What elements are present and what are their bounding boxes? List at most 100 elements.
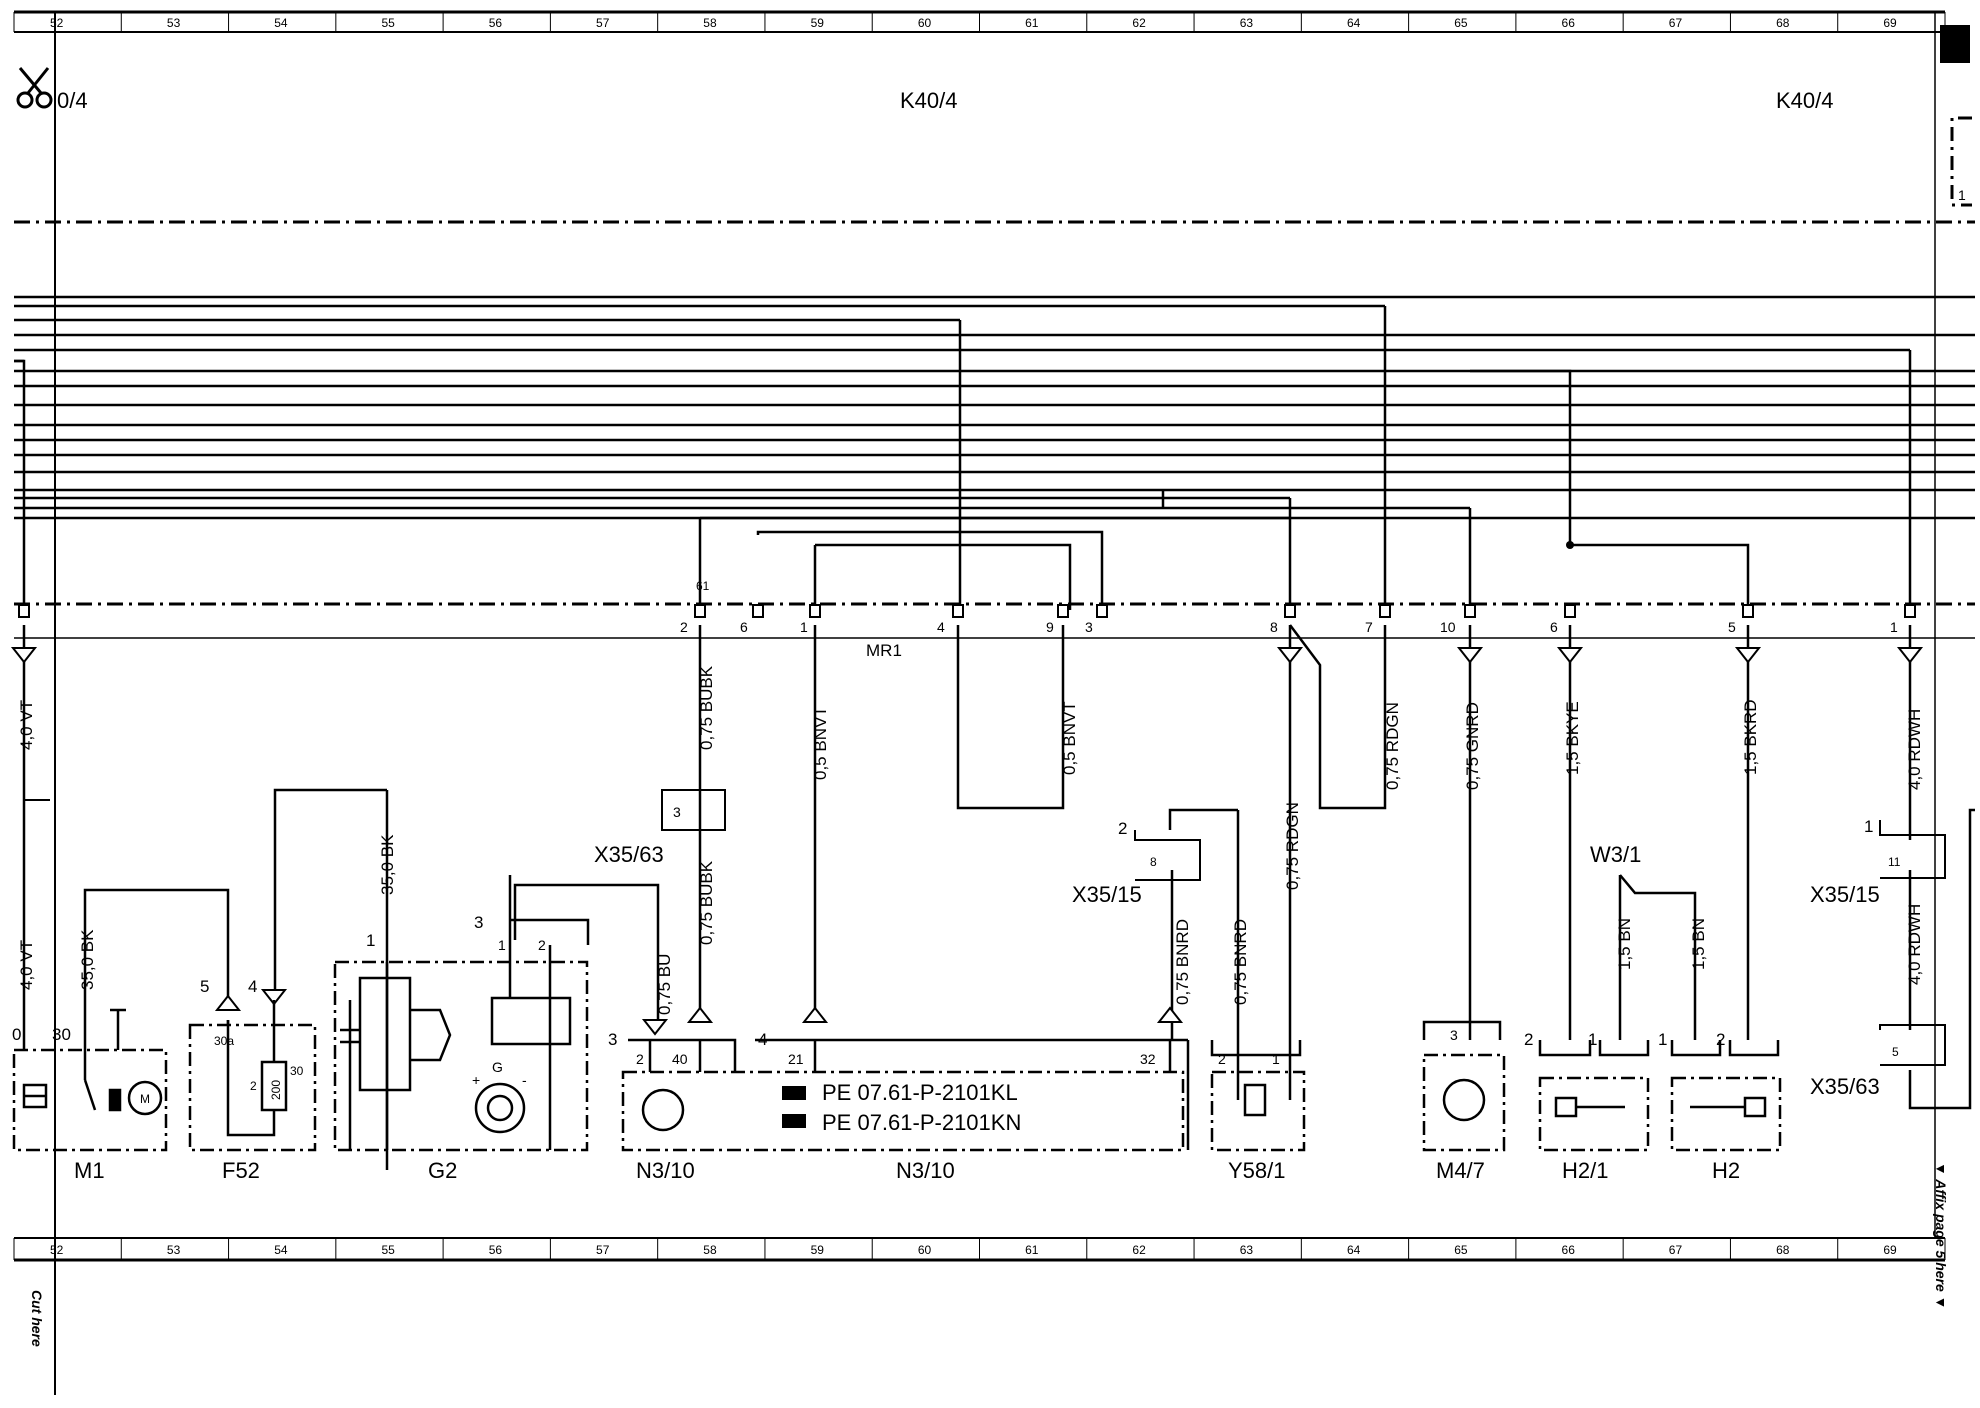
component-g2 [333,875,590,1152]
grid-number-top: 68 [1776,16,1790,30]
connector-x35-15-a: X35/15 [1072,882,1142,907]
right-edge-marker [1940,25,1970,63]
arrow-down [641,1019,669,1036]
g2-pin-1: 1 [366,931,375,950]
x3563b-pin-5: 5 [1892,1045,1899,1059]
wire-label: 35,0 BK [378,834,397,895]
arrow-down [1456,647,1484,664]
grid-number-top: 61 [1025,16,1039,30]
component-f52 [188,1000,317,1152]
component-label-h2: H2 [1712,1158,1740,1183]
grid-number-bottom: 60 [918,1243,932,1257]
row-pin [18,604,30,618]
row-pin [1057,604,1069,618]
wire-label: 0,5 BNVT [811,706,830,780]
row-pin [1464,604,1476,618]
g2-label-G: G [492,1059,503,1075]
arrow-up [214,994,242,1011]
valve-icon [1243,1083,1267,1117]
wire-label: 0,75 BU [655,954,674,1015]
y58-pin-2: 2 [1218,1051,1226,1067]
pin-6b: 6 [1550,619,1558,635]
bus-junction-dot [1566,541,1574,549]
wire-label: 0,75 BUBK [697,665,716,750]
row-pin [1284,604,1296,618]
pin-7: 7 [1365,619,1373,635]
component-m4-7 [1422,1020,1506,1152]
grid-number-top: 67 [1669,16,1683,30]
ref-k40-4-center: K40/4 [900,88,958,113]
bottom-grid-strip [13,1237,1946,1262]
grid-number-bottom: 54 [274,1243,288,1257]
pin-5: 5 [1728,619,1736,635]
g2-label-minus: - [522,1072,527,1088]
left-ref-label: 0/4 [57,88,88,113]
hand-pointer-icon [782,1086,806,1128]
component-label-m4-7: M4/7 [1436,1158,1485,1183]
row-pin [1096,604,1108,618]
n3-pin-32: 32 [1140,1051,1156,1067]
m1-pin-30: 30 [52,1025,71,1044]
grid-number-top: 57 [596,16,610,30]
wire-label: 0,5 BNVT [1060,701,1079,775]
right-dashed-bracket [1950,116,1972,207]
x3515-pin-2: 2 [1118,819,1127,838]
component-label-h2-1: H2/1 [1562,1158,1608,1183]
arrow-down [1556,647,1584,664]
wire-label: 4,0 VT [17,700,36,750]
horn-icon-h2 [1743,1096,1767,1118]
pin-8: 8 [1270,619,1278,635]
wire-label: 35,0 BK [78,929,97,990]
ref-pe-kl: PE 07.61-P-2101KL [822,1080,1018,1105]
wire-label: 1,5 BN [1615,918,1634,970]
grid-number-top: 54 [274,16,288,30]
connector-x35-63-b: X35/63 [1810,1074,1880,1099]
component-label-m1: M1 [74,1158,105,1183]
grid-number-top: 69 [1883,16,1897,30]
grid-number-top: 64 [1347,16,1361,30]
n3-pin-40: 40 [672,1051,688,1067]
f52-pin-200: 200 [269,1080,283,1100]
grid-number-bottom: 65 [1454,1243,1468,1257]
scissors-icon [16,67,53,109]
wire-label: 1,5 BKRD [1741,699,1760,775]
pin-1b: 1 [1890,619,1898,635]
f52-pin-30a: 30a [214,1034,234,1048]
inline-connectors [23,789,1946,1066]
horn-icon-h2-1 [1554,1096,1578,1118]
h2-pin-1: 1 [1658,1030,1667,1049]
affix-note: ▼ Affix page 5 here ▼ [1933,1162,1949,1310]
y58-pin-1: 1 [1272,1051,1280,1067]
mr1-label: MR1 [866,641,902,660]
grid-number-bottom: 58 [703,1243,717,1257]
motor-icon [127,1080,163,1116]
transistor-icon [641,1088,685,1132]
g2-pin-p1: 1 [498,937,506,953]
x3563-pin-3: 3 [673,804,681,820]
grid-number-bottom: 55 [381,1243,395,1257]
fan-motor-icon [1442,1078,1486,1122]
component-h2 [1670,1040,1782,1152]
pin-61: 61 [696,579,710,593]
top-grid-strip [13,10,1946,33]
component-n3-10 [621,1038,1190,1152]
grid-number-bottom: 53 [167,1243,181,1257]
grid-number-top: 62 [1132,16,1146,30]
pin-1: 1 [800,619,808,635]
grid-number-top: 55 [381,16,395,30]
m1-pin-5: 5 [200,977,209,996]
arrow-down [1896,647,1924,664]
grid-number-top: 56 [489,16,503,30]
component-m1 [12,1008,168,1152]
component-h2-1 [1538,1040,1650,1152]
component-y58-1 [1210,1040,1306,1152]
grid-number-bottom: 64 [1347,1243,1361,1257]
grid-number-bottom: 57 [596,1243,610,1257]
arrow-down [10,647,38,664]
arrow-down [1734,647,1762,664]
grid-number-bottom: 52 [50,1243,64,1257]
